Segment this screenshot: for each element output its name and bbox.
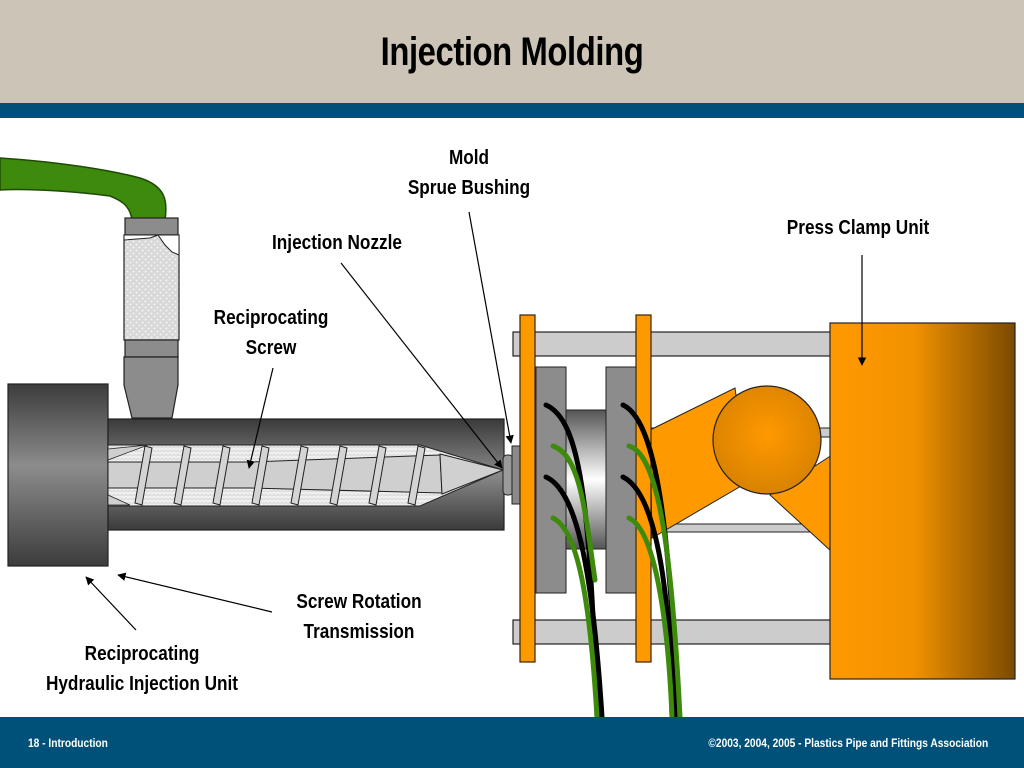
label-line: Press Clamp Unit xyxy=(786,217,930,239)
label-line: Screw xyxy=(245,337,297,359)
hopper-throat xyxy=(123,356,179,419)
press-clamp-unit xyxy=(829,322,1016,680)
stationary-platen xyxy=(519,314,536,663)
label-line: Mold xyxy=(448,147,490,169)
slide-footer: 18 - Introduction ©2003, 2004, 2005 - Pl… xyxy=(0,717,1024,768)
slide-header: Injection Molding xyxy=(0,0,1024,103)
screw-tip xyxy=(439,453,505,495)
label-reciprocating-screw: Reciprocating Screw xyxy=(185,303,357,363)
footer-copyright: ©2003, 2004, 2005 - Plastics Pipe and Fi… xyxy=(708,736,988,750)
label-line: Reciprocating xyxy=(213,307,329,329)
label-line: Sprue Bushing xyxy=(407,177,531,199)
label-line: Injection Nozzle xyxy=(272,232,402,254)
label-line: Screw Rotation xyxy=(296,591,422,613)
label-injection-nozzle: Injection Nozzle xyxy=(251,228,423,258)
label-screw-rotation-transmission: Screw Rotation Transmission xyxy=(273,587,445,647)
label-line: Reciprocating xyxy=(84,643,200,665)
hopper-top-ring xyxy=(124,217,179,236)
diagram-svg xyxy=(0,157,1016,720)
tie-bar-top xyxy=(512,331,834,357)
label-mold-sprue-bushing: Mold Sprue Bushing xyxy=(383,143,555,203)
screw-flights xyxy=(134,445,426,506)
label-line: Transmission xyxy=(303,621,415,643)
injection-molding-diagram: Mold Sprue Bushing Injection Nozzle Pres… xyxy=(0,118,1024,720)
label-press-clamp-unit: Press Clamp Unit xyxy=(763,213,952,243)
slide-title: Injection Molding xyxy=(380,30,644,74)
cooling-hoses xyxy=(543,402,683,720)
leader-lines xyxy=(85,211,867,631)
sprue-bushing xyxy=(511,445,521,505)
hydraulic-injection-unit xyxy=(7,383,109,567)
footer-page-section: 18 - Introduction xyxy=(28,736,108,750)
header-accent-bar xyxy=(0,103,1024,118)
hopper-body xyxy=(123,234,180,341)
label-line: Hydraulic Injection Unit xyxy=(45,673,239,695)
toggle-pivot xyxy=(712,385,822,495)
feed-hose xyxy=(0,157,167,221)
hopper-lower-ring xyxy=(124,339,179,358)
label-reciprocating-hydraulic-injection-unit: Reciprocating Hydraulic Injection Unit xyxy=(30,639,254,699)
